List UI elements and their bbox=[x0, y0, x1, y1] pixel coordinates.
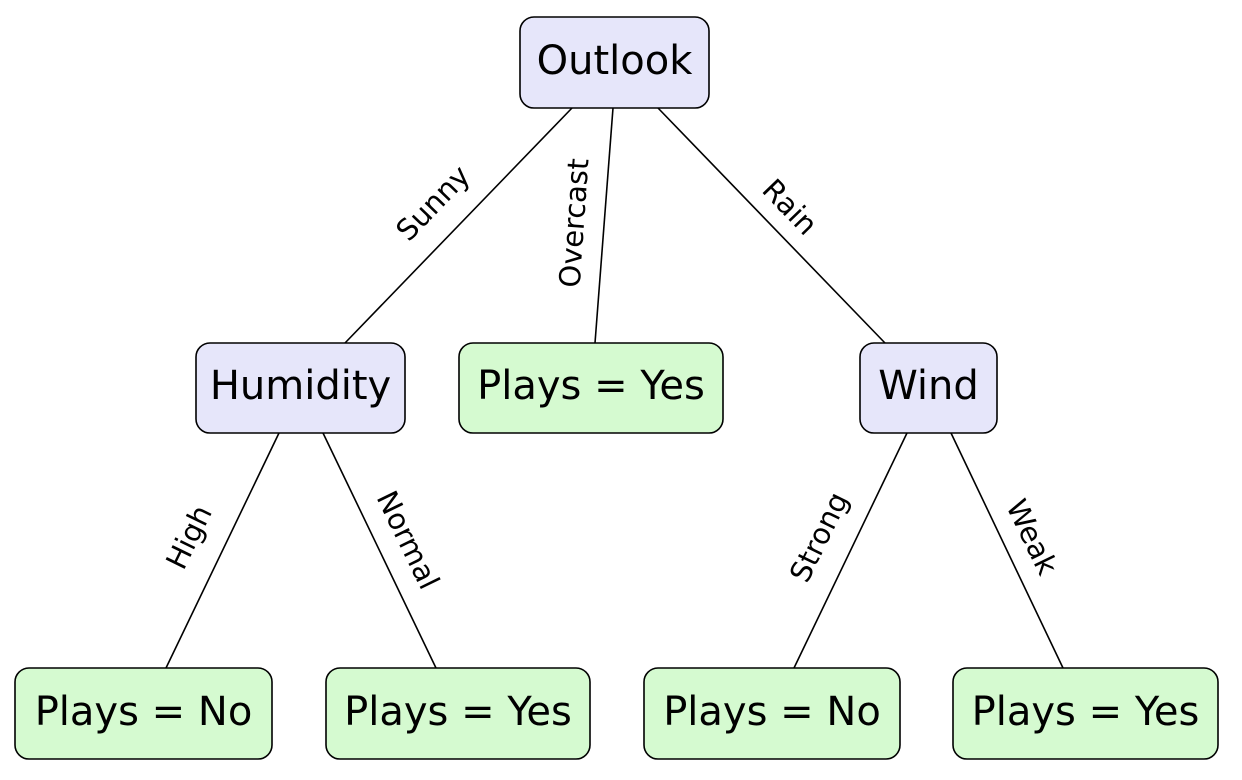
decision-box bbox=[859, 342, 998, 434]
node-high-leaf: Plays = No bbox=[14, 667, 273, 760]
node-wind: Wind bbox=[859, 342, 998, 434]
decision-box bbox=[195, 342, 406, 434]
edge-strong: Strong bbox=[783, 432, 908, 669]
node-label-high-leaf: Plays = No bbox=[35, 689, 253, 735]
edge-label-sunny: Sunny bbox=[389, 159, 476, 248]
edge-line bbox=[657, 107, 886, 344]
edge-line bbox=[950, 432, 1064, 669]
edge-label-strong: Strong bbox=[783, 487, 855, 588]
edge-rain: Rain bbox=[657, 107, 886, 344]
edge-overcast: Overcast bbox=[553, 107, 614, 344]
node-label-wind: Wind bbox=[878, 363, 979, 409]
edge-label-high: High bbox=[159, 500, 219, 575]
node-label-overcast-leaf: Plays = Yes bbox=[477, 363, 705, 409]
node-label-weak-leaf: Plays = Yes bbox=[972, 689, 1200, 735]
edge-sunny: Sunny bbox=[344, 107, 573, 344]
edge-label-overcast: Overcast bbox=[553, 157, 596, 288]
leaf-box bbox=[952, 667, 1219, 760]
node-label-humidity: Humidity bbox=[210, 363, 391, 409]
edge-line bbox=[344, 107, 573, 344]
edge-line bbox=[793, 432, 908, 669]
node-label-normal-leaf: Plays = Yes bbox=[344, 689, 572, 735]
edge-label-normal: Normal bbox=[370, 485, 447, 594]
decision-box bbox=[519, 16, 710, 109]
leaf-box bbox=[458, 342, 724, 434]
edge-line bbox=[322, 432, 437, 669]
edge-high: High bbox=[159, 432, 280, 669]
edge-normal: Normal bbox=[322, 432, 447, 669]
node-humidity: Humidity bbox=[195, 342, 406, 434]
edge-line bbox=[594, 107, 614, 344]
node-strong-leaf: Plays = No bbox=[643, 667, 901, 760]
node-outlook: Outlook bbox=[519, 16, 710, 109]
node-label-strong-leaf: Plays = No bbox=[663, 689, 881, 735]
node-weak-leaf: Plays = Yes bbox=[952, 667, 1219, 760]
edge-label-rain: Rain bbox=[756, 172, 825, 241]
node-overcast-leaf: Plays = Yes bbox=[458, 342, 724, 434]
edge-line bbox=[165, 432, 280, 669]
edge-weak: Weak bbox=[950, 432, 1065, 669]
leaf-box bbox=[325, 667, 591, 760]
leaf-box bbox=[14, 667, 273, 760]
node-label-outlook: Outlook bbox=[537, 38, 694, 84]
leaf-box bbox=[643, 667, 901, 760]
node-normal-leaf: Plays = Yes bbox=[325, 667, 591, 760]
edge-label-weak: Weak bbox=[999, 494, 1064, 580]
